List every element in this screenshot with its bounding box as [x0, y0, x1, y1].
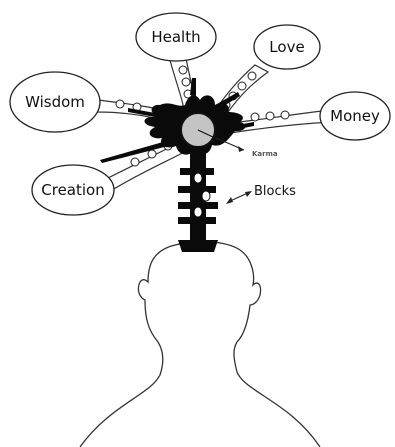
bead	[280, 110, 290, 120]
bubble-health: Health	[135, 12, 217, 62]
spine-rings	[193, 172, 211, 218]
bubble-love: Love	[253, 24, 321, 70]
block	[178, 202, 218, 209]
karma-ball-line	[197, 129, 216, 139]
head-silhouette	[79, 241, 321, 447]
blocks-arrow-head-right	[245, 191, 252, 197]
bubble-health-shape	[135, 12, 217, 62]
bead	[237, 81, 247, 91]
bubble-wisdom: Wisdom	[9, 71, 101, 133]
bubble-wisdom-label: Wisdom	[25, 93, 85, 111]
bead	[147, 149, 157, 159]
karma-label: Karma	[252, 150, 278, 158]
bead	[178, 65, 188, 75]
bubble-money-shape	[319, 91, 391, 141]
karma-arrow-head	[238, 146, 244, 152]
bubble-love-shape	[253, 24, 321, 70]
bubble-creation: Creation	[31, 164, 115, 216]
bead	[130, 157, 140, 167]
spine-base	[178, 240, 218, 252]
bubble-creation-label: Creation	[41, 181, 104, 199]
blocks-arrow-head-left	[226, 197, 233, 204]
bubble-money: Money	[319, 91, 391, 141]
bead	[250, 112, 260, 122]
blocks-stack	[178, 168, 218, 224]
block	[180, 168, 214, 175]
block	[178, 217, 216, 224]
stem-beads	[115, 65, 290, 167]
blocks-label: Blocks	[254, 184, 296, 199]
bead	[115, 99, 125, 109]
bubble-creation-shape	[31, 164, 115, 216]
bead	[247, 71, 257, 81]
bubble-health-label: Health	[151, 28, 200, 46]
bubble-money-label: Money	[330, 107, 380, 125]
block	[178, 186, 216, 193]
bubble-love-label: Love	[269, 38, 304, 56]
bubble-wisdom-shape	[9, 71, 101, 133]
bead	[181, 77, 191, 87]
bead	[265, 111, 275, 121]
blob-streaks	[100, 78, 254, 163]
